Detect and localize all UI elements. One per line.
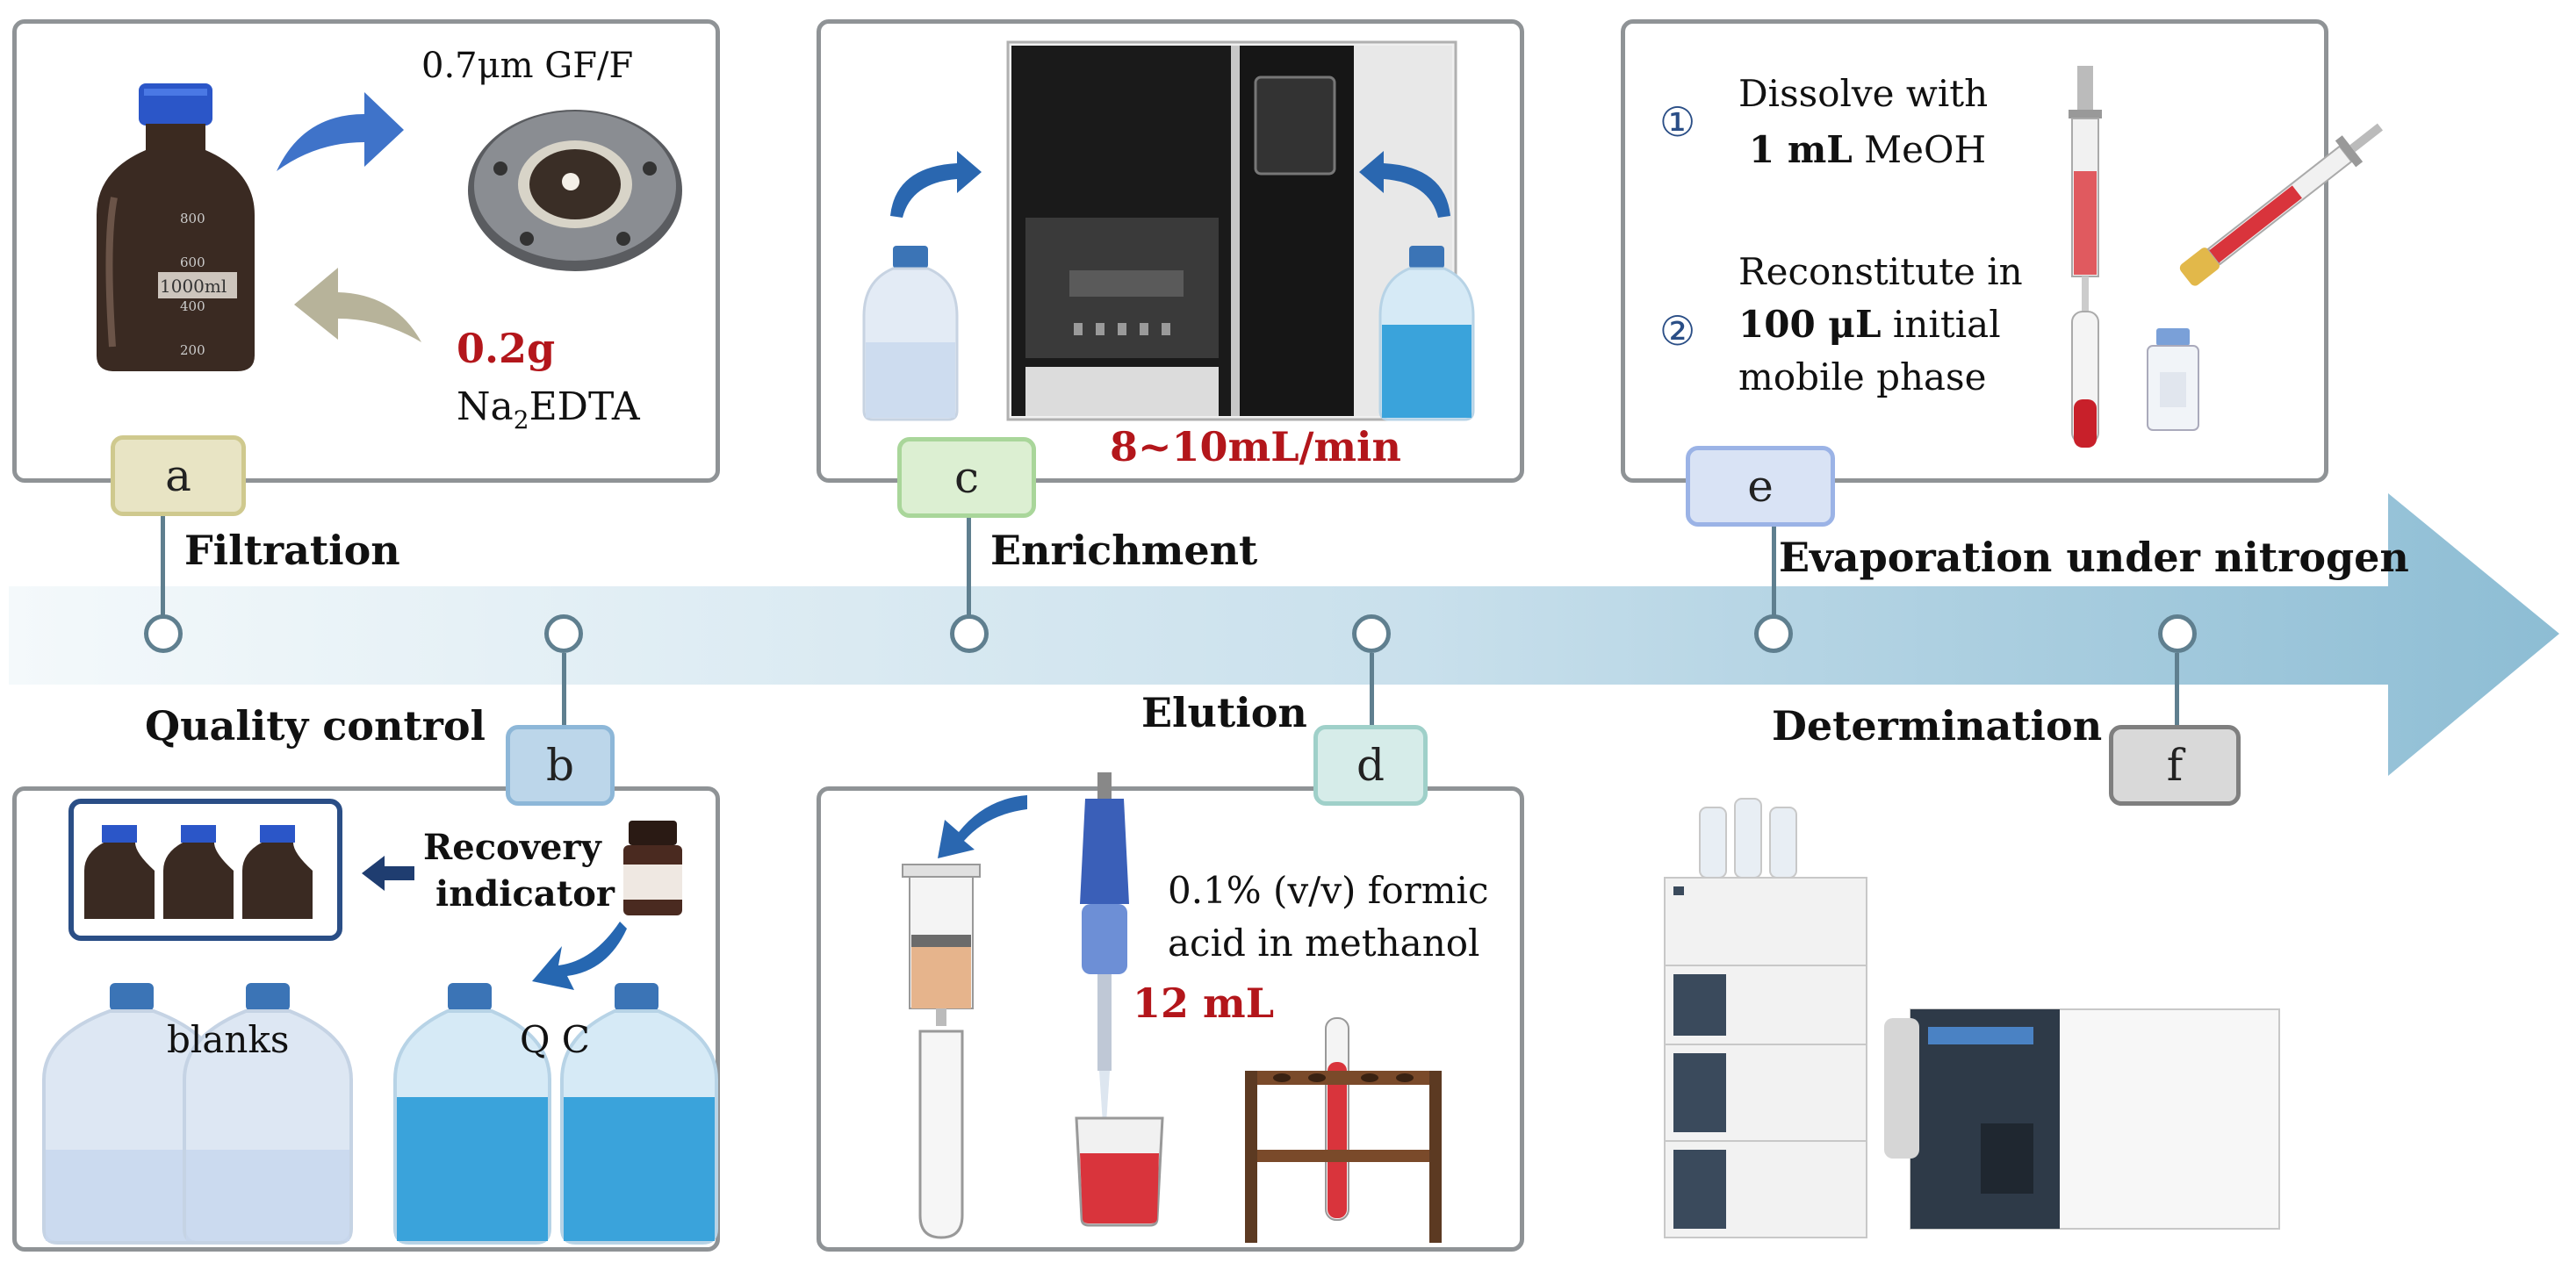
qc-bottles-icon [393, 983, 718, 1245]
filter-disc-icon [468, 110, 682, 271]
solvent-line1: 0.1% (v/v) formic [1168, 869, 1489, 912]
node-c [950, 614, 989, 653]
sample-bottles-group [68, 799, 342, 941]
filter-label: 0.7μm GF/F [421, 46, 634, 86]
edta-amount: 0.2g [457, 325, 556, 372]
step2-volume: 100 μL [1738, 303, 1882, 346]
tag-d: d [1313, 725, 1428, 806]
vial-icon [2147, 328, 2199, 431]
solvent-line2: acid in methanol [1168, 922, 1480, 965]
step-label-enrichment: Enrichment [990, 527, 1258, 574]
step1-line2: 1 mL MeOH [1749, 128, 1986, 171]
curved-arrow-icon [890, 151, 982, 218]
blanks-label: blanks [167, 1018, 290, 1061]
node-a [144, 614, 183, 653]
blank-bottles-icon [42, 983, 353, 1245]
tag-c: c [897, 437, 1036, 518]
step1-line1: Dissolve with [1738, 72, 1989, 115]
edta-name-suffix: EDTA [529, 384, 640, 429]
flow-rate: 8~10mL/min [1110, 423, 1401, 470]
sample-bottle-icon [862, 246, 959, 421]
stem-e [1772, 513, 1776, 628]
bottle-icon [97, 83, 255, 371]
step1-volume: 1 mL [1749, 128, 1853, 171]
step2-line2: 100 μL initial [1738, 303, 2001, 346]
step2-number: ② [1659, 307, 1696, 355]
curved-arrow-icon [532, 922, 627, 990]
stem-b [562, 653, 566, 732]
step2-phase: initial [1881, 303, 2001, 346]
bottle-mark-400: 400 [180, 298, 205, 314]
curved-arrow-icon [294, 268, 421, 342]
bottle-label: 1000ml [160, 276, 227, 297]
bottle-mark-800: 800 [180, 211, 205, 226]
curved-arrow-icon [1359, 151, 1450, 218]
stem-c [967, 481, 971, 630]
bottle-mark-200: 200 [180, 342, 205, 358]
edta-name: Na2EDTA [457, 384, 640, 434]
edta-name-sub: 2 [513, 405, 529, 434]
tube-rack-icon [1245, 1017, 1442, 1243]
vial-icon [623, 821, 682, 915]
effluent-bottle-icon [1378, 246, 1475, 421]
stem-a [161, 481, 165, 630]
stem-d [1370, 653, 1374, 732]
step1-solvent: MeOH [1852, 128, 1987, 171]
step-label-elution: Elution [1141, 689, 1307, 736]
tag-e: e [1686, 446, 1835, 527]
step-label-determination: Determination [1772, 702, 2103, 750]
arrow-left-icon [362, 856, 414, 891]
beaker-icon [1075, 1116, 1164, 1227]
stem-f [2175, 653, 2179, 732]
syringe-icon [2069, 66, 2102, 448]
tag-f: f [2109, 725, 2241, 806]
bottle-icon [84, 825, 313, 919]
lc-ms-instrument-icon [1664, 798, 2280, 1238]
node-f [2158, 614, 2197, 653]
node-e [1754, 614, 1793, 653]
step-label-quality-control: Quality control [145, 702, 486, 750]
syringe-filter-icon [2179, 123, 2384, 286]
curved-arrow-icon [938, 795, 1027, 858]
step2-line3: mobile phase [1738, 355, 1987, 398]
elution-volume: 12 mL [1133, 979, 1275, 1027]
step-label-filtration: Filtration [184, 527, 400, 574]
edta-name-prefix: Na [457, 384, 514, 429]
recovery-indicator-line2: indicator [435, 873, 615, 915]
pipette-icon [1080, 772, 1129, 1123]
qc-label: Q C [520, 1018, 590, 1061]
recovery-indicator-line1: Recovery [423, 827, 601, 868]
step-label-evaporation: Evaporation under nitrogen [1779, 534, 2409, 581]
node-d [1352, 614, 1391, 653]
step2-line1: Reconstitute in [1738, 250, 2023, 293]
tag-b: b [506, 725, 615, 806]
bottle-mark-600: 600 [180, 255, 205, 270]
curved-arrow-icon [277, 92, 404, 171]
spe-cartridge-icon [902, 864, 981, 1239]
node-b [544, 614, 583, 653]
tag-a: a [111, 435, 246, 516]
step1-number: ① [1659, 98, 1696, 146]
